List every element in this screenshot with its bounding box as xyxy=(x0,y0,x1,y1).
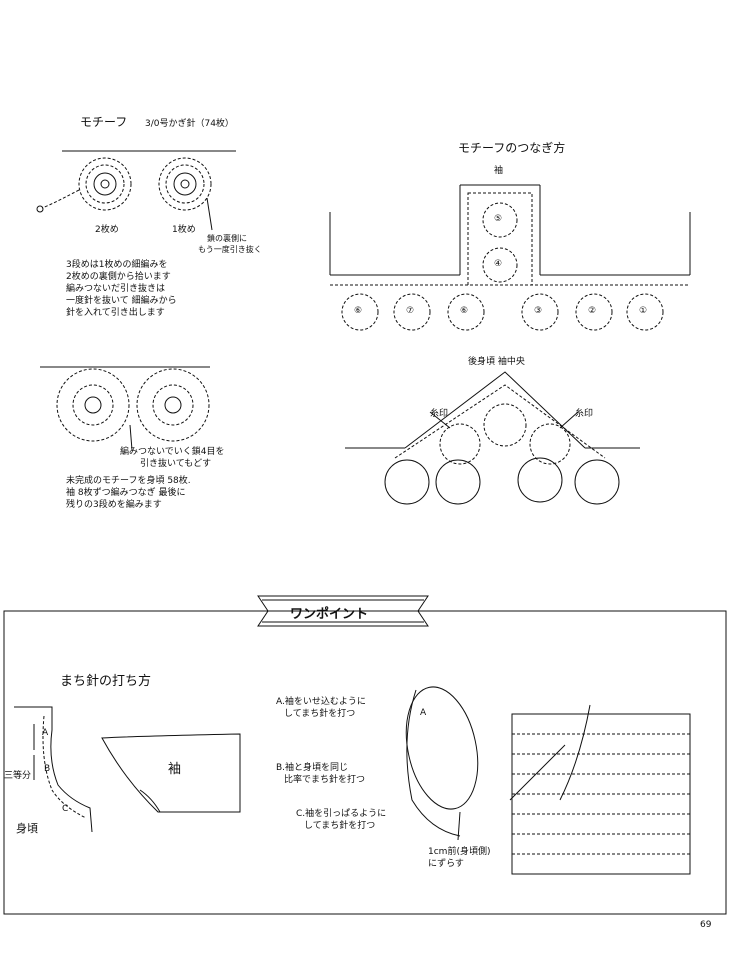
step-line: A.袖をいせ込むように xyxy=(276,697,366,707)
lower-pointer-note: 編みつないでいく鎖4目を 引き抜いてもどす xyxy=(120,446,280,470)
back-center-label: 後身頃 袖中央 xyxy=(468,357,525,367)
thread-mark-right: 糸印 xyxy=(575,409,594,419)
lower-instructions: 未完成のモチーフを身頃 58枚. 袖 8枚ずつ編みつなぎ 最後に 残りの3段めを… xyxy=(66,475,266,511)
instruction-line: 3段めは1枚めの細編みを xyxy=(66,260,168,270)
motif-number: ⑥ xyxy=(354,306,363,316)
instruction-line: 袖 8枚ずつ編みつなぎ 最後に xyxy=(66,488,186,498)
step-line: してまち針を打つ xyxy=(304,821,376,831)
motif-number: ⑦ xyxy=(406,306,415,316)
instruction-line: 針を入れて引き出します xyxy=(66,308,165,318)
lower-pointer-line: 引き抜いてもどす xyxy=(140,459,212,469)
onepoint-frame xyxy=(3,595,727,915)
onepoint-banner: ワンポイント xyxy=(290,607,369,622)
oval-letter-a: A xyxy=(420,708,427,718)
instruction-line: 一度針を抜いて 細編みから xyxy=(66,296,177,306)
motif-number: ⑤ xyxy=(494,214,503,224)
sleeve-label: 袖 xyxy=(168,762,182,777)
step-line: C.袖を引っぱるように xyxy=(296,809,387,819)
shift-line: にずらす xyxy=(428,859,464,869)
motif-pair-lower xyxy=(40,366,210,451)
motif-number: ② xyxy=(588,306,597,316)
body-label: 身頃 xyxy=(16,822,38,835)
motif-instructions: 3段めは1枚めの細編みを 2枚めの裏側から拾います 編みつないだ引き抜きは 一度… xyxy=(66,259,266,319)
knit-swatch-drawing xyxy=(509,704,691,875)
motif-pair-upper xyxy=(36,150,236,231)
pinned-sleeve-drawing xyxy=(405,686,479,841)
joining-sleeve-label: 袖 xyxy=(494,166,504,176)
motif-number: ① xyxy=(639,306,648,316)
joining-diagram-back xyxy=(345,371,640,505)
page-number: 69 xyxy=(700,920,712,930)
instruction-line: 未完成のモチーフを身頃 58枚. xyxy=(66,476,191,486)
pointer-note-1: 鎖の裏側に xyxy=(207,234,247,243)
point-c: C xyxy=(62,804,69,814)
shift-line: 1cm前(身頃側) xyxy=(428,847,491,857)
joining-title: モチーフのつなぎ方 xyxy=(458,141,566,155)
step-b: B.袖と身頃を同じ 比率でまち針を打つ xyxy=(276,762,406,786)
step-a: A.袖をいせ込むように してまち針を打つ xyxy=(276,696,406,720)
step-line: B.袖と身頃を同じ xyxy=(276,763,349,773)
pointer-note-2: もう一度引き抜く xyxy=(198,245,262,254)
step-line: 比率でまち針を打つ xyxy=(284,775,366,785)
shift-note: 1cm前(身頃側) にずらす xyxy=(428,846,518,870)
motif-title: モチーフ xyxy=(80,115,128,129)
sleeve-cap-drawing xyxy=(101,733,241,813)
point-a: A xyxy=(42,728,49,738)
thread-mark-left: 糸印 xyxy=(430,409,449,419)
instruction-line: 編みつないだ引き抜きは xyxy=(66,284,166,294)
lower-pointer-line: 編みつないでいく鎖4目を xyxy=(120,447,225,457)
step-line: してまち針を打つ xyxy=(284,709,356,719)
pin-title: まち針の打ち方 xyxy=(60,674,152,689)
motif-second-label: 2枚め xyxy=(95,225,119,235)
joining-diagram-sleeve xyxy=(329,184,691,331)
body-armhole-drawing xyxy=(14,706,93,833)
step-c: C.袖を引っぱるように してまち針を打つ xyxy=(296,808,426,832)
motif-number: ③ xyxy=(534,306,543,316)
thirds-label: 三等分 xyxy=(4,771,32,781)
motif-number: ⑥ xyxy=(460,306,469,316)
motif-first-label: 1枚め xyxy=(172,225,196,235)
motif-number: ④ xyxy=(494,259,503,269)
point-b: B xyxy=(44,764,51,774)
instruction-line: 2枚めの裏側から拾います xyxy=(66,272,171,282)
instruction-line: 残りの3段めを編みます xyxy=(66,500,162,510)
motif-hook-size: 3/0号かぎ針（74枚） xyxy=(145,119,234,129)
